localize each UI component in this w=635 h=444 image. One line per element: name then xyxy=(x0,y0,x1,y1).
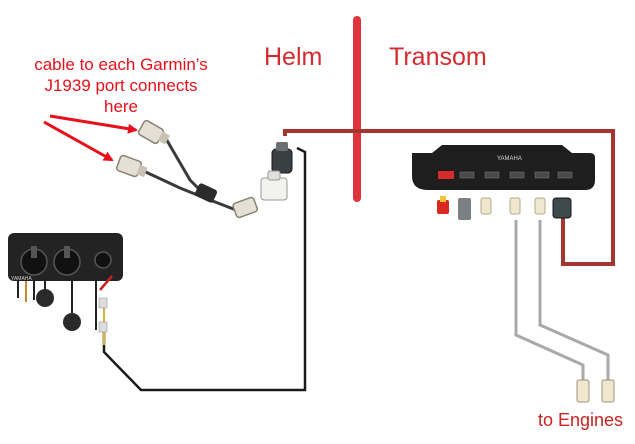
hub-port-plugs xyxy=(437,196,572,220)
garmin-j1939-annotation: cable to each Garmin’s J1939 port connec… xyxy=(8,54,234,117)
garmin-connector-upper xyxy=(137,119,170,145)
annotation-arrow-upper xyxy=(49,114,138,134)
annotation-arrow-lower xyxy=(43,120,114,162)
garmin-connector-lower xyxy=(116,154,148,178)
panel-brand: YAMAHA xyxy=(11,276,32,282)
harness-end-connector xyxy=(232,196,258,219)
engine-connector-1 xyxy=(576,379,590,403)
annotation-line-3: here xyxy=(103,97,139,116)
annotation-line-2: J1939 port connects xyxy=(44,76,198,95)
helm-connector-cluster xyxy=(260,142,293,201)
transom-label: Transom xyxy=(389,43,487,71)
helm-switch-panel: YAMAHA xyxy=(8,233,123,345)
y-harness xyxy=(116,119,258,219)
engine-cable-2 xyxy=(538,220,610,382)
hub-brand: YAMAHA xyxy=(497,156,522,162)
helm-label: Helm xyxy=(264,43,323,71)
backbone-cable xyxy=(283,129,615,266)
engine-cable-1 xyxy=(514,220,585,382)
to-engines-label: to Engines xyxy=(538,410,624,430)
annotation-line-1: cable to each Garmin’s xyxy=(34,55,208,74)
transom-hub: YAMAHA xyxy=(412,145,595,190)
black-panel-cable xyxy=(102,146,307,392)
engine-connector-2 xyxy=(601,379,615,403)
